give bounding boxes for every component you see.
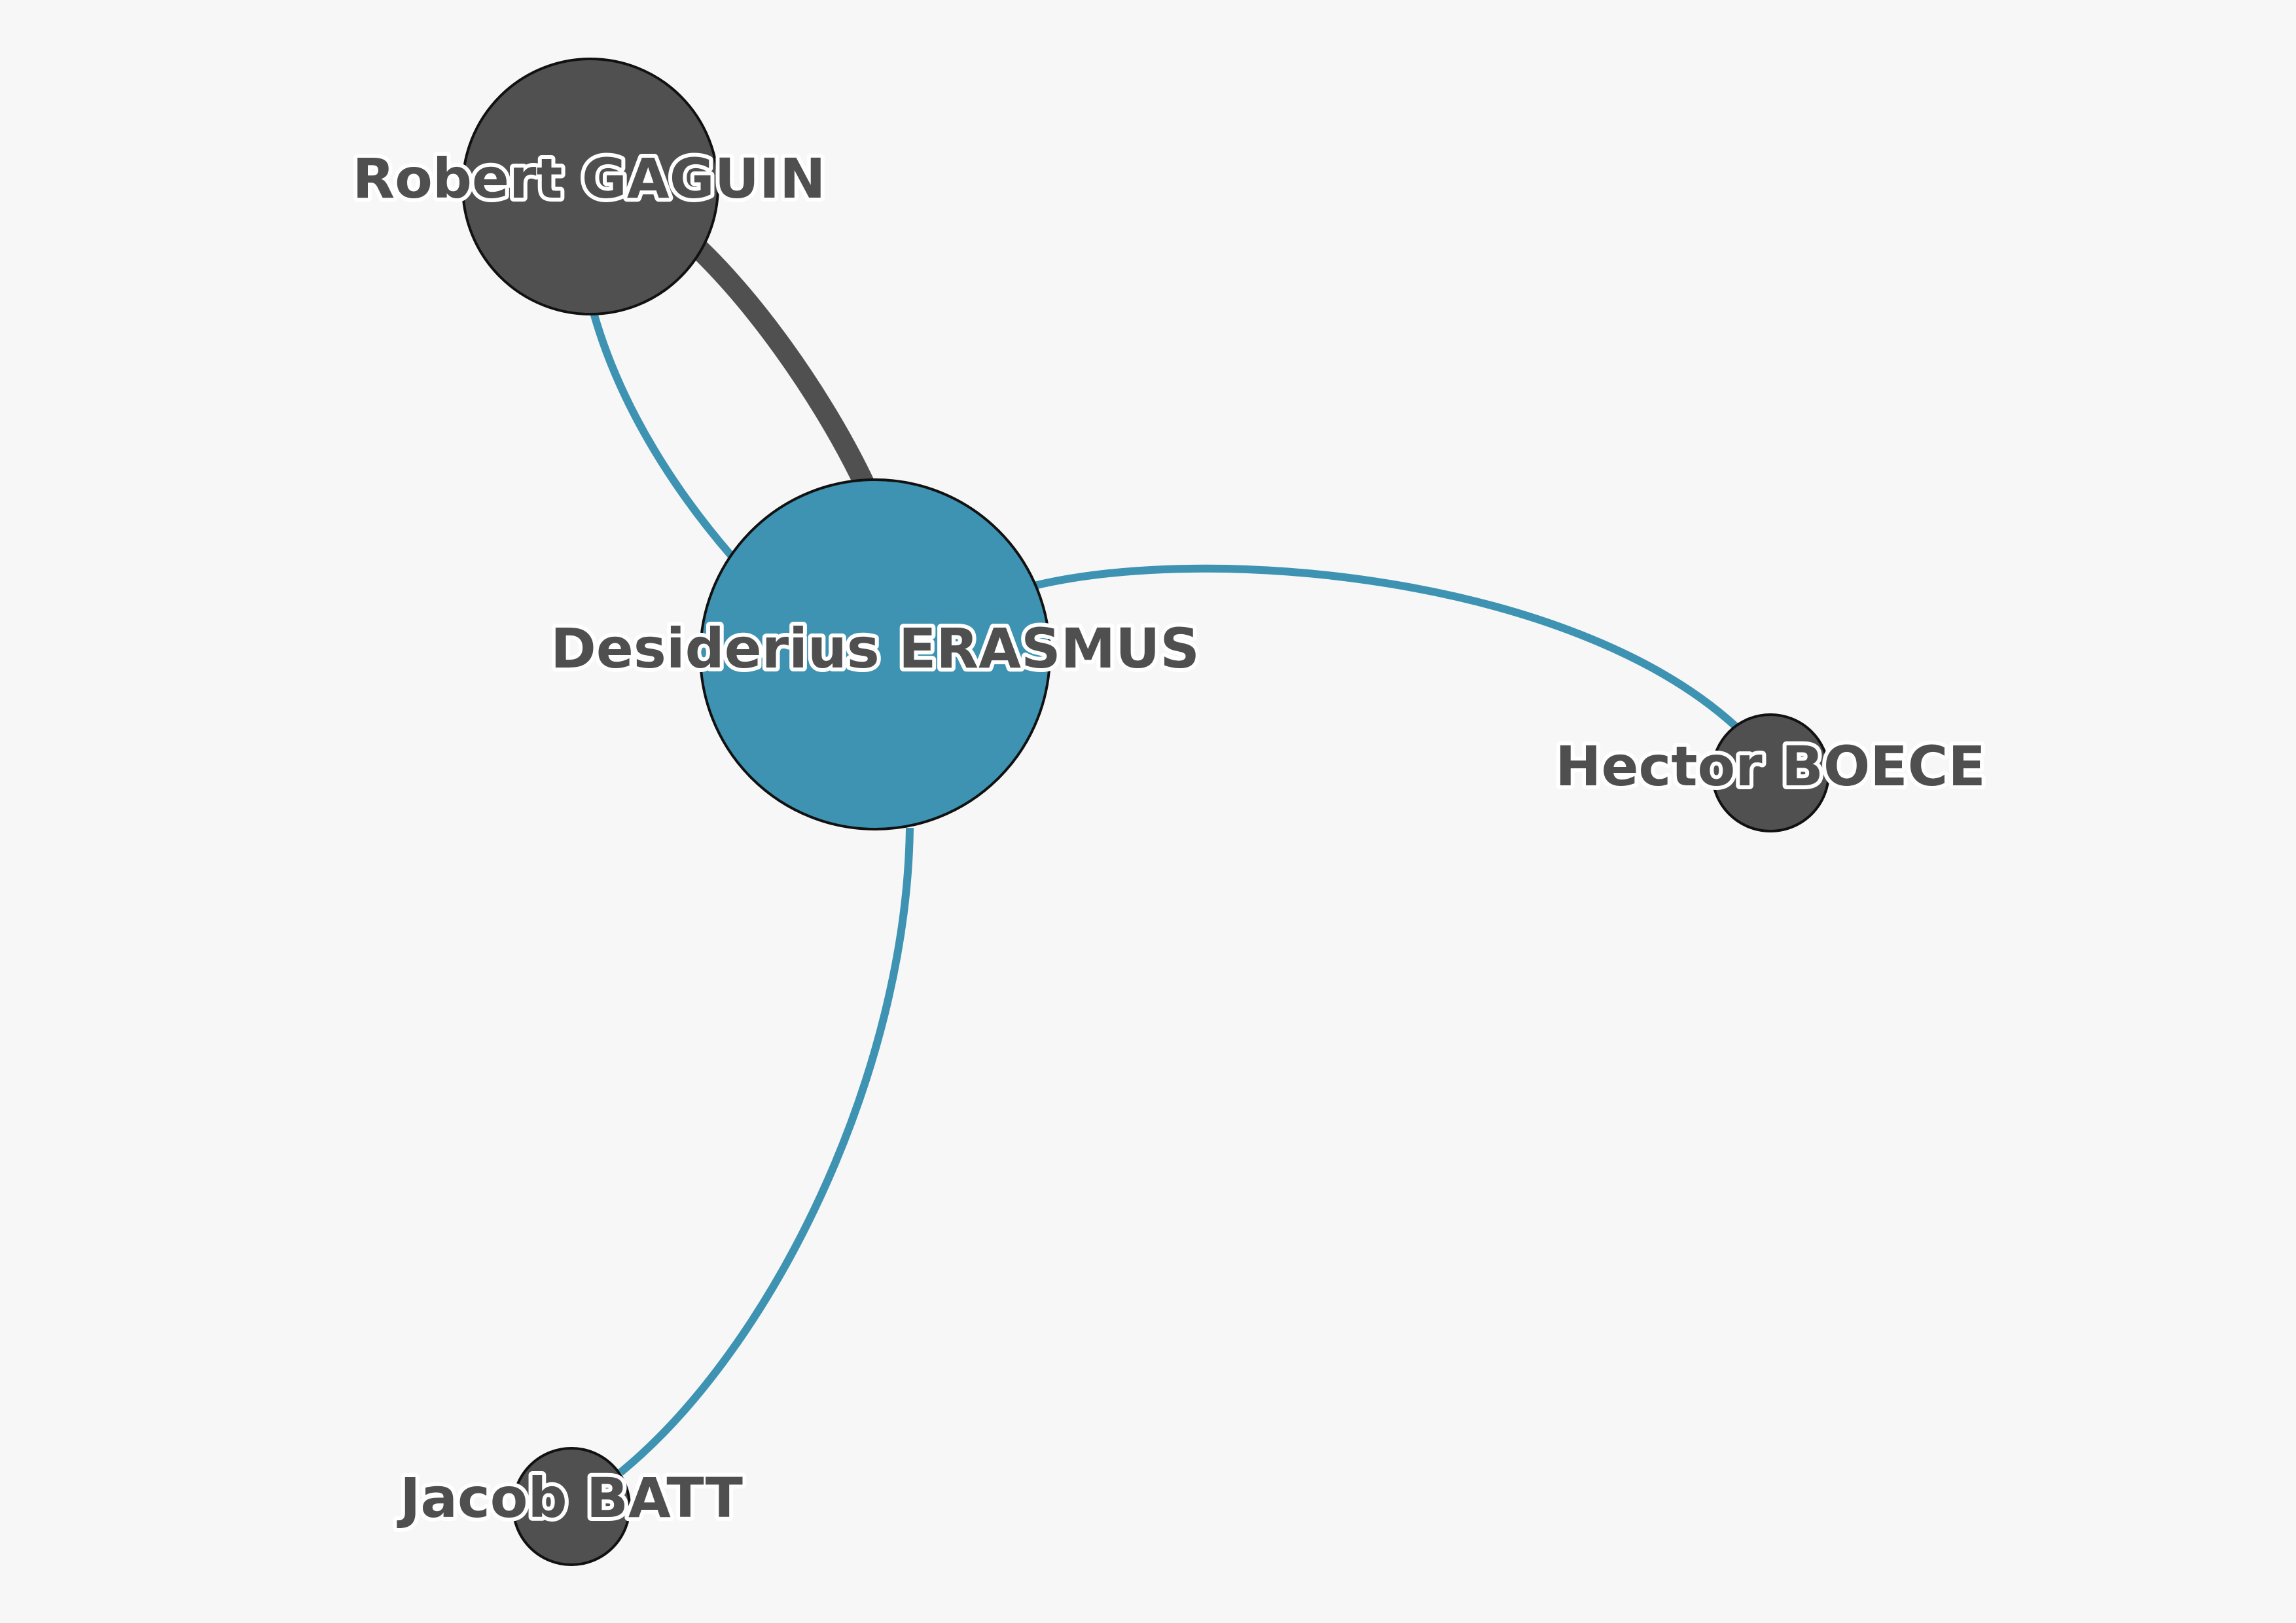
node-label-boece: Hector BOECE <box>1555 734 1985 798</box>
edge-gaguin-to-erasmus[interactable] <box>673 224 875 490</box>
node-label-erasmus: Desiderius ERASMUS <box>550 616 1200 681</box>
edge-erasmus-to-boece[interactable] <box>1033 564 1739 730</box>
node-label-batt: Jacob BATT <box>397 1466 743 1530</box>
node-gaguin[interactable] <box>461 58 719 315</box>
node-erasmus[interactable] <box>699 478 1051 830</box>
labels-layer: Desiderius ERASMUS Robert GAGUIN Hector BO… <box>349 143 1990 1534</box>
edge-erasmus-to-gaguin[interactable] <box>590 312 735 559</box>
node-label-gaguin: Robert GAGUIN <box>353 147 826 211</box>
edges-layer <box>590 224 1739 1476</box>
edge-erasmus-to-batt[interactable] <box>618 827 914 1476</box>
node-boece[interactable] <box>1711 713 1830 832</box>
nodes-layer <box>461 58 1830 1566</box>
node-batt[interactable] <box>512 1447 631 1566</box>
